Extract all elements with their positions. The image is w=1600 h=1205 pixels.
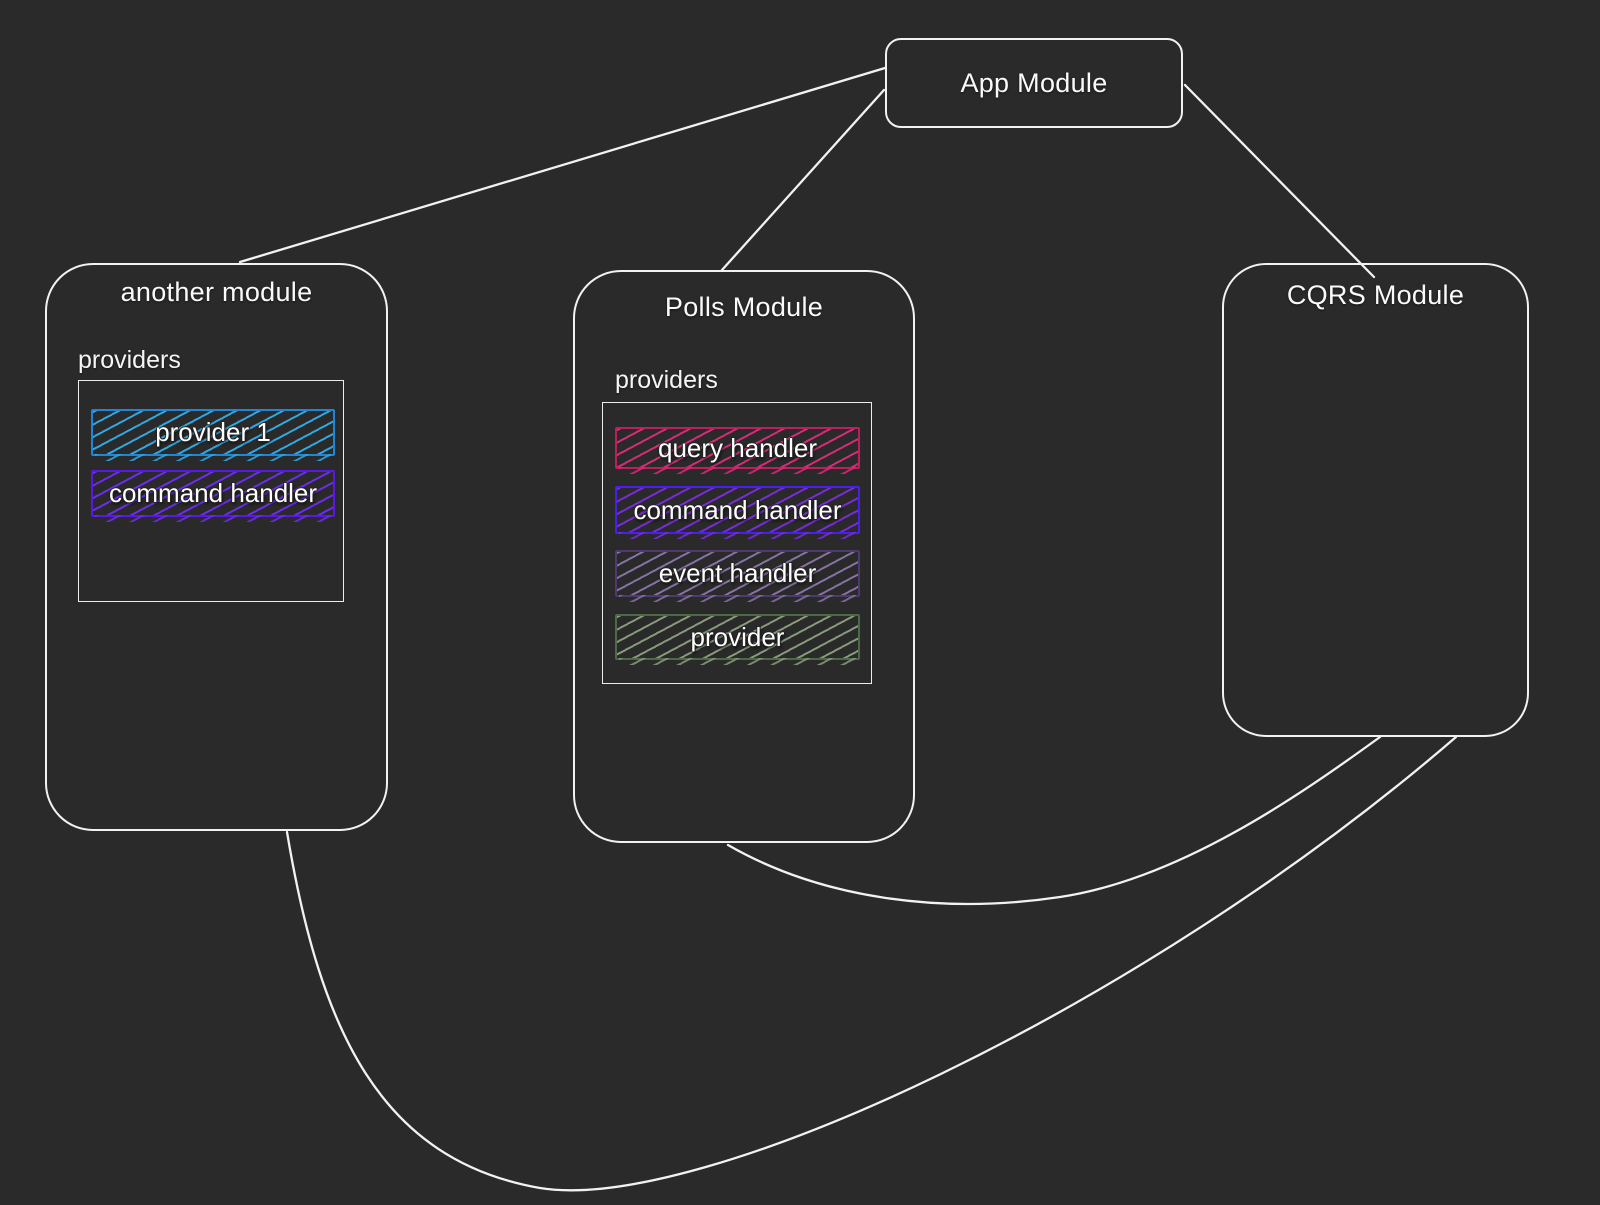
edge-polls-to-cqrs (726, 735, 1382, 906)
provider-item: provider (615, 614, 860, 665)
edge-another-to-cqrs (285, 735, 1458, 1192)
providers-label: providers (78, 346, 181, 374)
provider-item: query handler (615, 427, 860, 474)
module-polls: Polls Module providers query handler com… (573, 270, 915, 843)
providers-label: providers (615, 366, 718, 394)
edge-app-to-cqrs (1183, 83, 1376, 279)
provider-item: command handler (615, 486, 860, 539)
module-cqrs: CQRS Module (1222, 263, 1529, 737)
module-another: another module providers provider 1 comm… (45, 263, 388, 831)
edge-app-to-another (238, 66, 887, 264)
edge-app-to-polls (720, 88, 886, 272)
module-another-title: another module (120, 277, 313, 307)
provider-item: event handler (615, 550, 860, 602)
provider-item: command handler (91, 470, 335, 522)
module-cqrs-title: CQRS Module (1286, 280, 1465, 310)
module-app: App Module (885, 38, 1183, 128)
providers-box: query handler command handler event hand… (602, 402, 872, 684)
module-app-title: App Module (960, 68, 1108, 98)
providers-box: provider 1 command handler (78, 380, 344, 602)
module-polls-title: Polls Module (664, 292, 824, 322)
provider-item: provider 1 (91, 409, 335, 461)
